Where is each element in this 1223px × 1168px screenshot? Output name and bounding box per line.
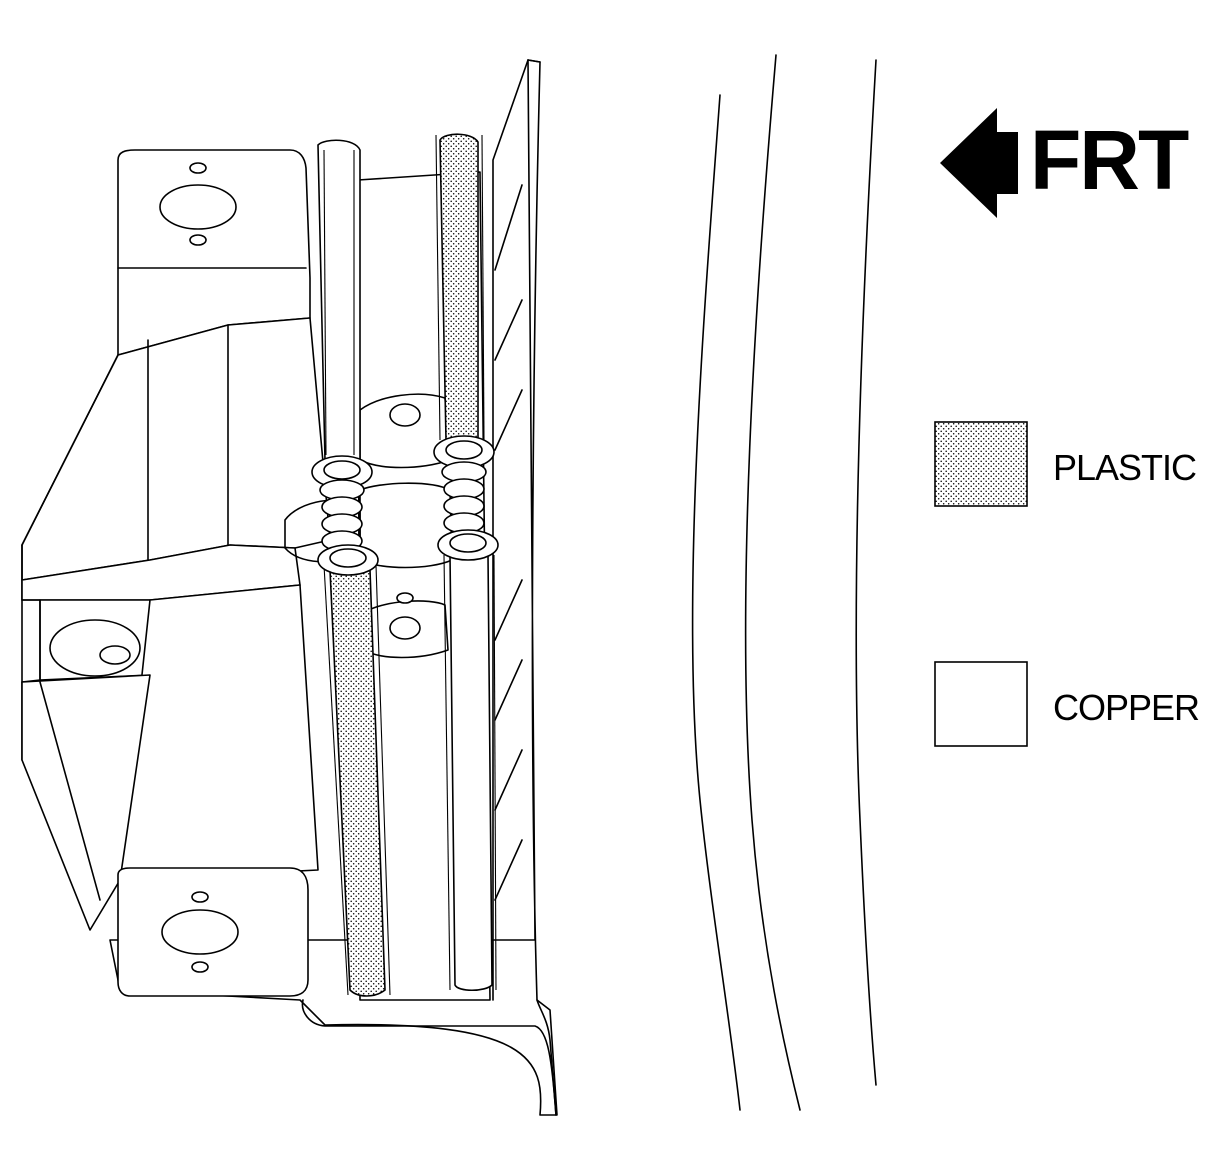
left-pipe-copper-segment	[317, 139, 361, 461]
mounting-bracket	[21, 149, 331, 997]
rail-teeth	[494, 184, 523, 901]
plastic-swatch	[934, 421, 1028, 507]
wheel-arch-curves	[691, 54, 877, 1111]
frt-label: FRT	[1030, 113, 1189, 207]
left-fuel-pipe	[311, 139, 391, 997]
right-fuel-pipe	[433, 133, 499, 992]
right-pipe-plastic-segment	[439, 133, 479, 441]
legend-label-plastic: PLASTIC	[1053, 447, 1197, 488]
right-pipe-copper-segment	[449, 554, 493, 992]
left-pipe-connector	[311, 455, 379, 576]
arrow-left-icon	[940, 108, 1018, 218]
right-pipe-connector	[433, 435, 499, 561]
legend-label-copper: COPPER	[1053, 687, 1200, 728]
copper-swatch	[934, 661, 1028, 747]
left-pipe-plastic-segment	[329, 569, 386, 997]
frame-rail	[109, 59, 558, 1116]
